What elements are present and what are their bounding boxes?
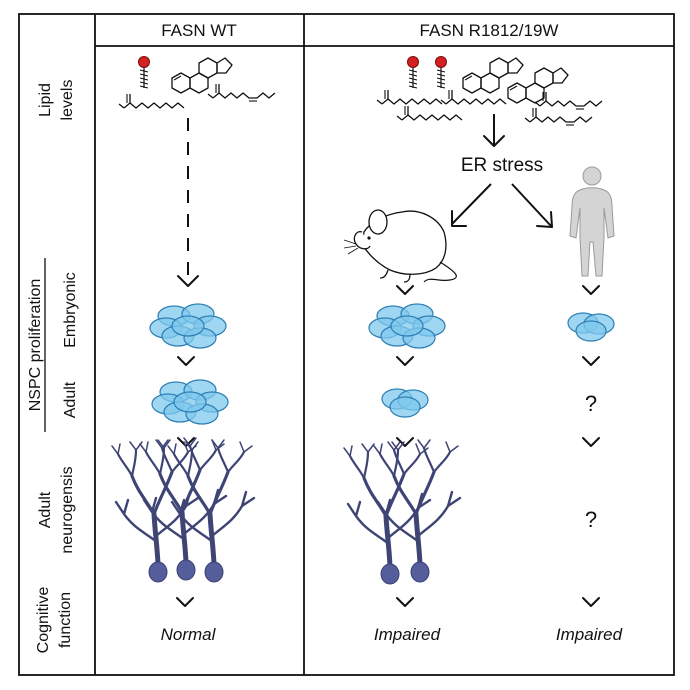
- row-label-nspc: NSPC proliferation: [27, 279, 44, 412]
- nspc-cluster-icon: [368, 303, 446, 349]
- chevron-down-icon: [582, 285, 600, 295]
- lipid-molecule-icon: [434, 55, 448, 89]
- row-label-cognitive-line1: Cognitive: [35, 587, 52, 654]
- chevron-down-icon: [582, 597, 600, 607]
- row-label-neurogenesis-line2: neurogensis: [59, 466, 76, 553]
- row-label-adult: Adult: [62, 381, 79, 418]
- nspc-clusters: [149, 303, 615, 425]
- nspc-cluster-icon: [381, 388, 429, 418]
- header-fasn-wt: FASN WT: [161, 21, 237, 40]
- fatty-acid-icon: [534, 91, 603, 110]
- er-stress-branch-arrows: [451, 183, 553, 228]
- arrow-to-er-stress: [483, 114, 505, 147]
- mouse-neurons: [344, 440, 460, 584]
- nspc-cluster-icon: [149, 303, 227, 349]
- steroid-icon: [171, 57, 233, 94]
- outcome-human: Impaired: [556, 625, 623, 644]
- fatty-acid-icon: [396, 105, 463, 121]
- row-label-neurogenesis-line1: Adult: [37, 491, 54, 528]
- human-figure-icon: [569, 166, 615, 277]
- outcome-mouse: Impaired: [374, 625, 441, 644]
- unknown-neurogenesis-mark: ?: [585, 507, 597, 532]
- diagram-frame: [18, 13, 675, 676]
- outcome-wt: Normal: [161, 625, 217, 644]
- nspc-cluster-icon: [151, 379, 229, 425]
- chevron-down-icon: [396, 285, 414, 295]
- chevron-down-icon: [176, 597, 194, 607]
- row-label-embryonic: Embryonic: [62, 272, 79, 348]
- neuron-icon: [374, 440, 460, 582]
- row-label-lipid-line1: Lipid: [37, 83, 54, 117]
- mutant-lipid-molecules: [376, 55, 603, 126]
- row-label-cognitive-line2: function: [57, 592, 74, 648]
- chevron-down-icon: [177, 356, 195, 366]
- wt-lipid-molecules: [118, 55, 276, 109]
- nspc-cluster-icon: [567, 312, 615, 342]
- header-fasn-mutant: FASN R1812/19W: [420, 21, 559, 40]
- chevron-down-icon: [396, 356, 414, 366]
- chevron-down-icon: [396, 597, 414, 607]
- mouse-icon: [343, 209, 457, 283]
- wt-dashed-arrow: [177, 118, 199, 287]
- er-stress-label: ER stress: [461, 155, 543, 176]
- fatty-acid-icon: [376, 89, 443, 105]
- lipid-molecule-icon: [137, 55, 151, 89]
- unknown-adult-nspc-mark: ?: [585, 391, 597, 416]
- fatty-acid-icon: [118, 93, 185, 109]
- chevron-down-icon: [582, 437, 600, 447]
- wt-neurons: [112, 438, 254, 582]
- chevron-down-icon: [582, 356, 600, 366]
- lipid-molecule-icon: [406, 55, 420, 89]
- fatty-acid-icon: [524, 107, 593, 126]
- fatty-acid-icon: [207, 83, 276, 102]
- row-label-lipid-line2: levels: [59, 80, 76, 121]
